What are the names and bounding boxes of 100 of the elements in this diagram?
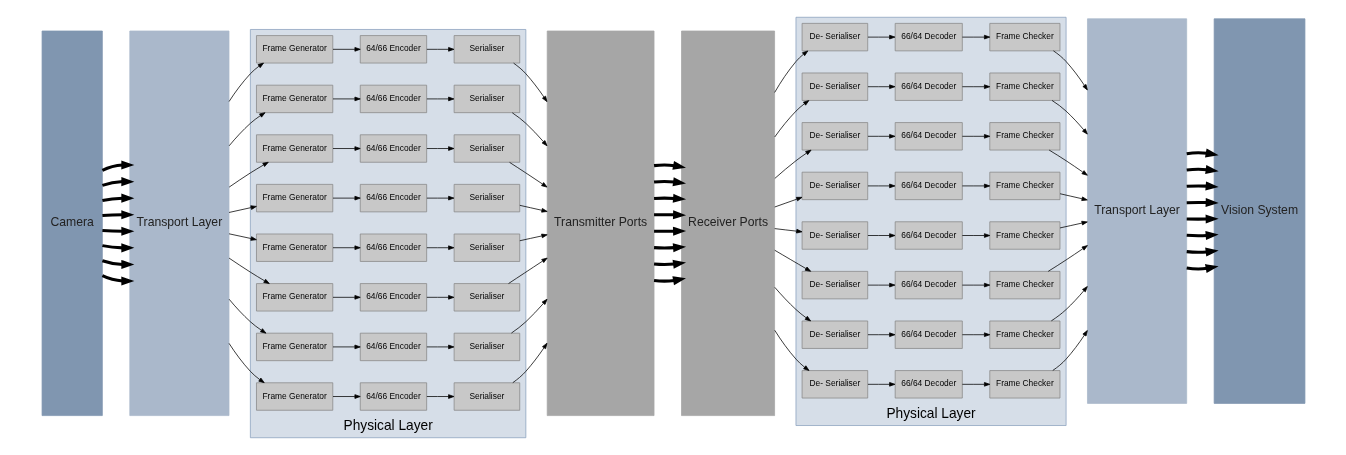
arrow [867, 282, 895, 288]
arrow [332, 195, 361, 201]
node-box: 64/66 Encoder [359, 84, 427, 114]
arrow [332, 394, 361, 399]
arrow [961, 282, 990, 288]
arrow [101, 193, 134, 203]
node-box: Frame Generator [255, 35, 333, 64]
arrow [332, 344, 361, 350]
node-box: De- Serialiser [801, 271, 868, 300]
arrow [511, 112, 547, 147]
arrow [228, 62, 264, 102]
arrow [1186, 231, 1219, 241]
node-box: Frame Checker [988, 320, 1060, 349]
arrow [426, 344, 454, 350]
arrow [1047, 245, 1088, 272]
arrow [961, 134, 990, 139]
arrow [101, 210, 134, 220]
node-box: Transmitter Ports [546, 30, 654, 416]
node-box: 64/66 Encoder [359, 134, 427, 163]
node-box: Frame Generator [255, 134, 333, 163]
arrow [773, 196, 802, 208]
arrow [867, 382, 895, 387]
arrow [653, 243, 686, 253]
node-box: 64/66 Encoder [359, 283, 427, 312]
arrow [773, 329, 809, 371]
arrow [961, 34, 990, 40]
node-box: 66/64 Decoder [894, 271, 963, 300]
arrow [653, 193, 686, 203]
arrow [1050, 286, 1088, 322]
arrow [1186, 214, 1219, 224]
arrow [653, 276, 686, 286]
arrow [867, 233, 895, 238]
arrow [101, 259, 134, 269]
node-box: 64/66 Encoder [359, 332, 427, 362]
node-box: Serialiser [453, 283, 520, 312]
node-box: Serialiser [453, 184, 520, 213]
arrow [1059, 193, 1088, 201]
arrow [1051, 100, 1088, 135]
node-box: 64/66 Encoder [359, 382, 427, 411]
arrow [1059, 220, 1088, 229]
arrow [773, 228, 802, 234]
arrow [507, 257, 548, 284]
arrow [518, 204, 548, 213]
arrow [510, 298, 547, 334]
node-box: Frame Checker [988, 171, 1060, 201]
arrow [512, 62, 547, 102]
arrow [426, 295, 454, 300]
node-box: 66/64 Decoder [894, 23, 963, 52]
arrow [867, 332, 895, 337]
arrow [653, 259, 686, 269]
node-box: Frame Checker [988, 72, 1060, 101]
node-box: Serialiser [453, 332, 520, 362]
arrow [518, 233, 548, 242]
arrow [773, 100, 809, 138]
node-box: Camera [41, 30, 103, 416]
arrow [773, 149, 811, 179]
arrow [101, 274, 134, 286]
node-box: Vision System [1213, 18, 1305, 404]
arrow [653, 160, 686, 170]
node-box: De- Serialiser [801, 23, 868, 52]
arrow [228, 257, 270, 284]
arrow [1186, 181, 1219, 191]
arrow [228, 343, 265, 383]
node-box: Frame Checker [988, 23, 1060, 52]
arrow [426, 195, 454, 201]
node-box: Serialiser [453, 84, 520, 114]
node-box: 66/64 Decoder [894, 221, 963, 250]
arrow [1186, 247, 1219, 257]
arrow [426, 394, 454, 399]
arrow [773, 249, 811, 272]
node-box: 66/64 Decoder [894, 370, 963, 399]
arrow [653, 177, 686, 187]
node-box: 66/64 Decoder [894, 171, 963, 201]
arrow [1052, 50, 1088, 91]
arrow [332, 96, 361, 102]
node-box: 66/64 Decoder [894, 122, 963, 151]
node-box: Frame Generator [255, 382, 333, 411]
node-box: Frame Generator [255, 233, 333, 262]
arrow [961, 233, 990, 238]
arrow [332, 146, 361, 151]
arrow [101, 243, 134, 253]
arrow [101, 177, 134, 187]
node-box: Frame Generator [255, 332, 333, 362]
arrow [773, 50, 808, 93]
arrow [1186, 165, 1219, 175]
node-box: Serialiser [453, 134, 520, 163]
arrow [1185, 148, 1219, 158]
arrow [332, 295, 361, 300]
node-box: Transport Layer [128, 30, 229, 416]
arrow [773, 286, 811, 322]
node-box: Frame Generator [255, 84, 333, 114]
arrow [511, 342, 547, 384]
node-box: De- Serialiser [801, 320, 868, 349]
node-box: Serialiser [453, 382, 520, 411]
arrow [867, 134, 895, 139]
node-box: De- Serialiser [801, 171, 868, 201]
node-box: Frame Generator [255, 184, 333, 213]
arrow [228, 298, 266, 334]
node-box: Frame Generator [255, 283, 333, 312]
arrow [961, 183, 990, 189]
